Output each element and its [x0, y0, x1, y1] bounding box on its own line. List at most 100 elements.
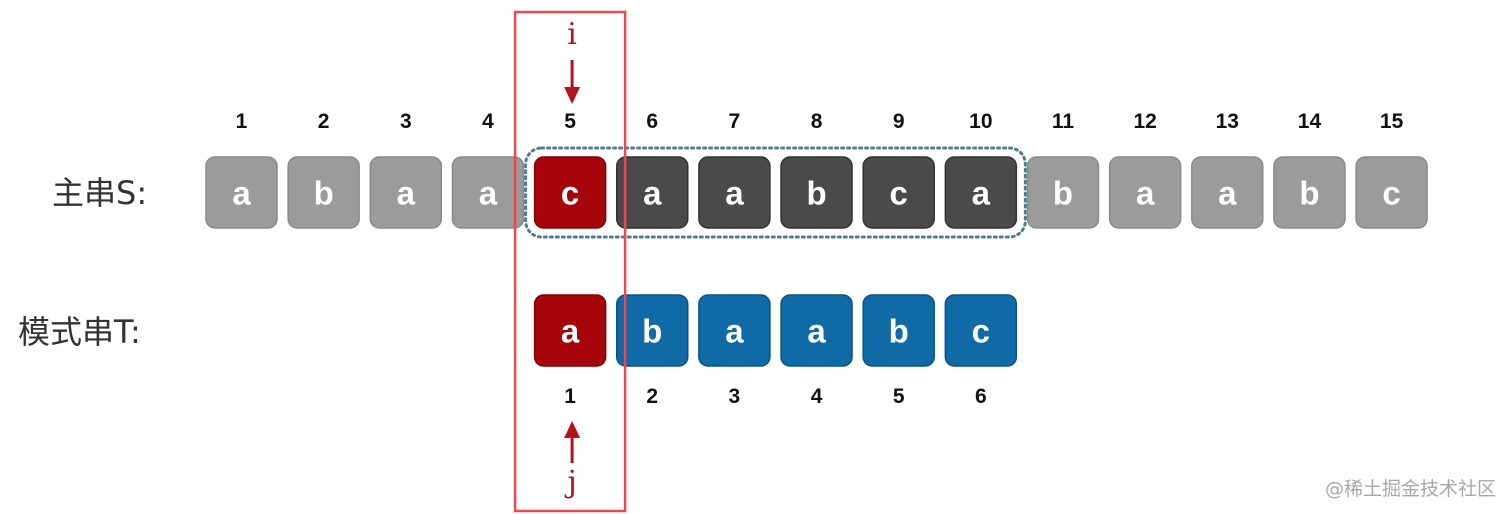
- main-cell: a: [205, 156, 278, 229]
- pattern-cell-char: c: [972, 313, 990, 350]
- main-cell: c: [1355, 156, 1428, 229]
- main-string-label: 主串S:: [52, 174, 147, 212]
- main-cell-char: c: [890, 175, 908, 212]
- pattern-cell-box: [862, 294, 935, 367]
- pattern-cell-box: [533, 294, 607, 367]
- main-index-label: 5: [564, 110, 576, 133]
- main-cell: b: [1026, 156, 1100, 229]
- comparison-window-frame: [524, 146, 1027, 239]
- main-cell-box: [616, 156, 689, 229]
- main-index-label: 10: [969, 110, 992, 133]
- main-cell-char: c: [561, 175, 579, 212]
- pointer-j-arrow-icon: [564, 421, 581, 463]
- pattern-string-indices: 1 2 3 4 5 6: [564, 385, 986, 408]
- main-cell: a: [451, 156, 525, 229]
- main-index-label: 7: [729, 110, 741, 133]
- main-index-label: 3: [400, 110, 412, 133]
- pointer-i-arrow-head: [564, 87, 581, 104]
- main-cell: a: [369, 156, 443, 229]
- main-cell-char: a: [725, 175, 744, 212]
- pattern-index-label: 2: [646, 385, 658, 408]
- pattern-cell-char: a: [807, 313, 826, 350]
- pattern-cell-box: [698, 294, 771, 367]
- main-cell-box: [369, 156, 443, 229]
- main-cell-char: a: [479, 175, 498, 212]
- pattern-cell: b: [616, 294, 689, 367]
- main-cell-box: [1108, 156, 1182, 229]
- main-cell-box: [780, 156, 853, 229]
- main-cell: a: [944, 156, 1018, 229]
- main-index-label: 14: [1298, 110, 1322, 133]
- main-cell-box: [698, 156, 771, 229]
- pattern-cell: c: [944, 294, 1018, 367]
- current-column-frame: [513, 10, 627, 513]
- pattern-index-label: 1: [564, 385, 576, 408]
- main-cell-char: a: [1136, 175, 1155, 212]
- main-cell-char: c: [1382, 175, 1400, 212]
- pattern-cell: a: [698, 294, 771, 367]
- watermark: @稀土掘金技术社区: [1325, 478, 1496, 500]
- main-cell-char: b: [806, 175, 826, 212]
- pointer-j-arrow-head: [564, 421, 581, 438]
- main-cell-char: b: [1299, 175, 1319, 212]
- pattern-cell-char: a: [561, 313, 580, 350]
- pattern-cell: a: [780, 294, 853, 367]
- main-cell-char: b: [1053, 175, 1073, 212]
- main-cell-box: [944, 156, 1018, 229]
- pattern-cell: b: [862, 294, 935, 367]
- main-index-label: 2: [318, 110, 330, 133]
- main-cell-char: a: [643, 175, 662, 212]
- main-cell: a: [616, 156, 689, 229]
- main-cell-char: a: [972, 175, 991, 212]
- main-cell-box: [205, 156, 278, 229]
- main-cell-box: [533, 156, 607, 229]
- main-cell-char: a: [232, 175, 251, 212]
- pattern-cell-char: b: [642, 313, 662, 350]
- pattern-cell-box: [616, 294, 689, 367]
- pattern-cell-char: b: [889, 313, 909, 350]
- pattern-index-label: 3: [729, 385, 741, 408]
- main-cell: b: [1273, 156, 1346, 229]
- main-index-label: 15: [1380, 110, 1404, 133]
- main-cell: a: [1191, 156, 1264, 229]
- pointer-j-label: j: [564, 465, 576, 500]
- main-cell-char: b: [314, 175, 334, 212]
- pointer-i-label: i: [567, 17, 577, 52]
- main-cell: b: [287, 156, 360, 229]
- pattern-cell: a: [533, 294, 607, 367]
- pointer-i-arrow-icon: [564, 60, 581, 104]
- main-index-label: 9: [893, 110, 905, 133]
- main-index-label: 13: [1216, 110, 1239, 133]
- main-cell: c: [862, 156, 935, 229]
- main-cell-box: [1191, 156, 1264, 229]
- pattern-cell-char: a: [725, 313, 744, 350]
- main-cell-box: [287, 156, 360, 229]
- main-cell-box: [451, 156, 525, 229]
- main-cell: b: [780, 156, 853, 229]
- main-index-label: 6: [646, 110, 658, 133]
- main-cell: a: [1108, 156, 1182, 229]
- pattern-index-label: 5: [893, 385, 905, 408]
- main-cell-char: a: [1218, 175, 1237, 212]
- pattern-cell-box: [780, 294, 853, 367]
- main-cell-box: [1355, 156, 1428, 229]
- main-cell: a: [698, 156, 771, 229]
- main-cell: c: [533, 156, 607, 229]
- main-index-label: 8: [811, 110, 823, 133]
- main-cell-box: [1026, 156, 1100, 229]
- pattern-string-label: 模式串T:: [18, 313, 141, 351]
- main-cell-box: [862, 156, 935, 229]
- main-index-label: 1: [236, 110, 248, 133]
- main-cell-box: [1273, 156, 1346, 229]
- main-cell-char: a: [397, 175, 416, 212]
- main-index-label: 11: [1052, 110, 1075, 133]
- main-index-label: 12: [1133, 110, 1156, 133]
- pattern-index-label: 4: [811, 385, 823, 408]
- pattern-index-label: 6: [975, 385, 987, 408]
- main-index-label: 4: [482, 110, 494, 133]
- pattern-cell-box: [944, 294, 1018, 367]
